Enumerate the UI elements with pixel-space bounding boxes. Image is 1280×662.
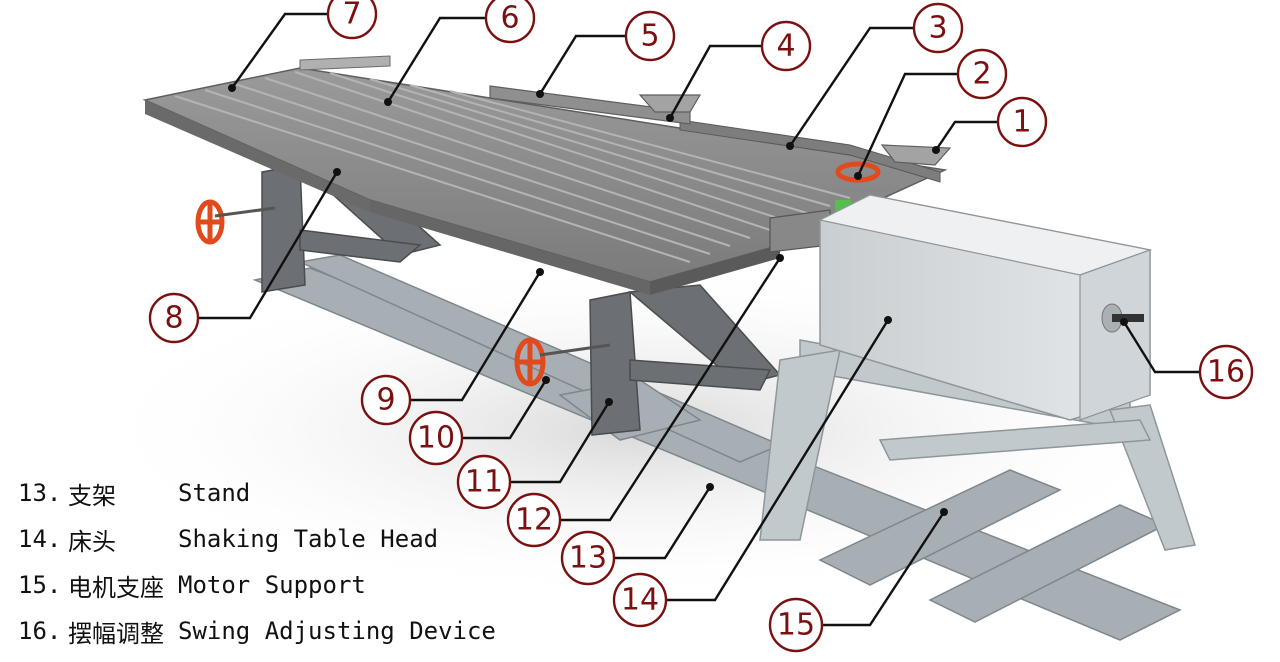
svg-text:12: 12 [515, 503, 553, 538]
swing-adjust-bolt [1101, 303, 1144, 333]
svg-text:2: 2 [972, 57, 991, 92]
svg-text:9: 9 [376, 383, 395, 418]
svg-text:16: 16 [1207, 355, 1245, 390]
svg-text:10: 10 [417, 421, 455, 456]
svg-text:1: 1 [1012, 105, 1031, 140]
callouts: 1 2 3 4 5 6 7 8 9 10 11 12 13 14 15 16 [148, 0, 1254, 653]
legend-english-label: Shaking Table Head [178, 525, 439, 553]
legend-english-label: Swing Adjusting Device [178, 617, 496, 645]
callout-14: 14 [612, 572, 668, 628]
svg-text:5: 5 [640, 19, 659, 54]
callout-6: 6 [484, 0, 536, 44]
feed-box [638, 94, 702, 113]
svg-text:7: 7 [342, 0, 361, 32]
side-plate [299, 55, 391, 71]
legend-chinese-label: 电机支座 [68, 573, 164, 602]
svg-text:11: 11 [465, 465, 503, 500]
svg-text:3: 3 [928, 11, 947, 46]
shaking-table-head-box [818, 194, 1153, 421]
legend-number: 16. [18, 617, 62, 645]
handwheel-shaft-left [214, 206, 276, 218]
svg-text:15: 15 [777, 608, 815, 643]
legend-item-16: 16. 摆幅调整 Swing Adjusting Device [18, 608, 578, 654]
svg-text:14: 14 [621, 583, 659, 618]
callout-1: 1 [996, 96, 1048, 148]
legend-number: 13. [18, 479, 62, 507]
legend-item-14: 14. 床头 Shaking Table Head [18, 516, 578, 562]
callout-11: 11 [456, 454, 512, 510]
svg-text:13: 13 [569, 541, 607, 576]
callout-4: 4 [760, 20, 812, 72]
table-deck [142, 67, 948, 295]
callout-16: 16 [1198, 344, 1254, 400]
legend-chinese-label: 摆幅调整 [68, 619, 164, 648]
legend-number: 15. [18, 571, 62, 599]
handwheel-lower [514, 337, 546, 387]
leader-lines [198, 12, 1200, 627]
callout-2: 2 [956, 48, 1008, 100]
callout-12: 12 [506, 492, 562, 548]
callout-10: 10 [408, 410, 464, 466]
legend-chinese-label: 支架 [68, 481, 116, 510]
callout-9: 9 [360, 374, 412, 426]
callout-15: 15 [768, 597, 824, 653]
svg-text:6: 6 [500, 1, 519, 36]
back-edge-rail [679, 119, 941, 183]
callout-8: 8 [148, 292, 200, 344]
legend-number: 14. [18, 525, 62, 553]
middle-leg-support [589, 284, 782, 436]
legend-item-13: 13. 支架 Stand [18, 470, 578, 516]
legend-english-label: Motor Support [178, 571, 366, 599]
handwheel-slope-adjust [195, 199, 225, 245]
svg-text:8: 8 [164, 301, 183, 336]
legend-chinese-label: 床头 [68, 527, 116, 556]
handwheel-shaft-lower [539, 343, 611, 357]
parts-legend: 13. 支架 Stand 14. 床头 Shaking Table Head 1… [18, 470, 578, 654]
svg-text:4: 4 [776, 29, 795, 64]
callout-13: 13 [560, 530, 616, 586]
callout-3: 3 [912, 2, 964, 54]
callout-7: 7 [326, 0, 378, 40]
legend-item-15: 15. 电机支座 Motor Support [18, 562, 578, 608]
legend-english-label: Stand [178, 479, 251, 507]
callout-5: 5 [624, 10, 676, 62]
